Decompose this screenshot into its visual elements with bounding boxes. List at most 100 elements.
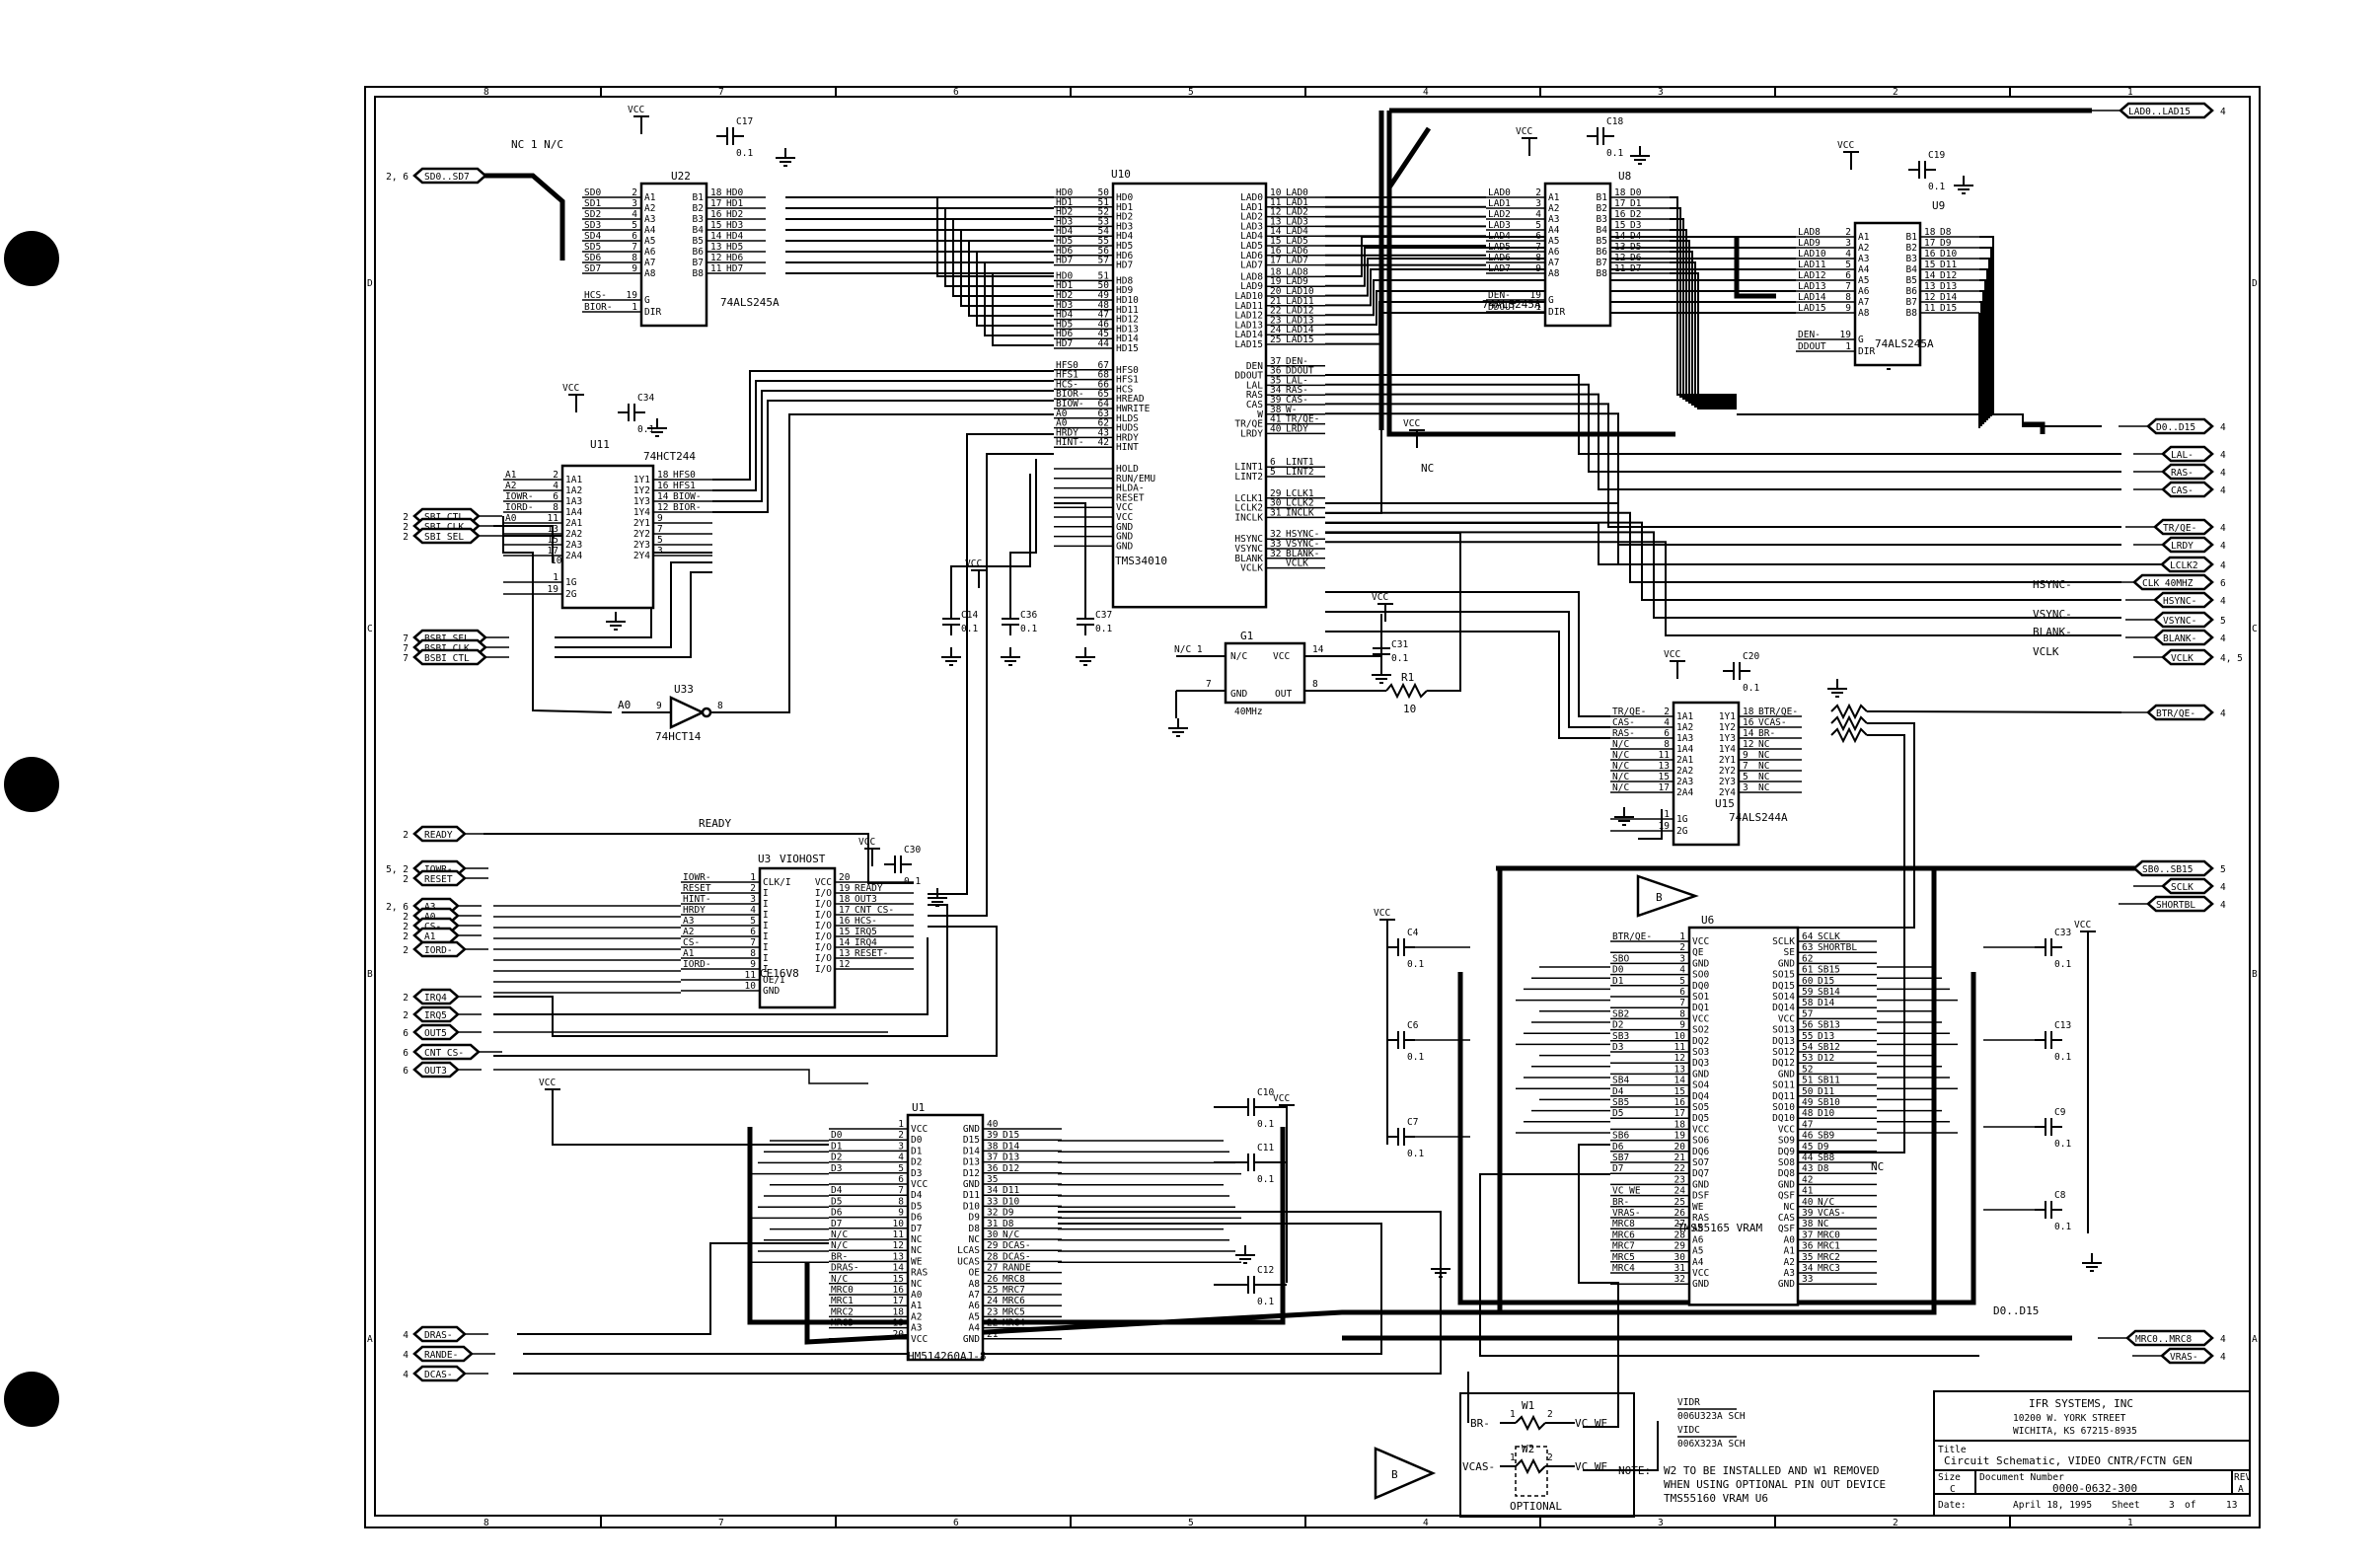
c30-value: 0.1: [904, 876, 921, 887]
u10-right-net-17: DDOUT: [1286, 366, 1314, 377]
u10-right-pinname-17: DDOUT: [1234, 371, 1263, 382]
u15-left-pinnum-2: 6: [1664, 728, 1670, 739]
ground-symbol-12: [928, 888, 947, 907]
u10-left-net-22: A0: [1056, 418, 1068, 429]
u9-left-pinname-0: A1: [1858, 232, 1870, 243]
u22-left-net-7: SD7: [584, 263, 601, 274]
u6-left-net-30: MRC4: [1612, 1263, 1635, 1274]
u3-ref: U3: [758, 853, 771, 865]
u11-ref: U11: [590, 438, 610, 451]
port-left-page-7: 2: [403, 830, 409, 841]
c30-capacitor: C30 0.1: [884, 845, 921, 887]
u9-right-pinnum-1: 17: [1924, 238, 1935, 249]
u10-right-pinname-4: LAD4: [1240, 231, 1263, 242]
g1-pin-vcc: VCC: [1273, 651, 1290, 662]
u22-left-pinname-4: A5: [644, 236, 655, 247]
u6-right-pinnum-15: 49: [1802, 1097, 1814, 1108]
u6-left-net-16: D5: [1612, 1108, 1623, 1119]
u9-left-pinname-5: A6: [1858, 286, 1870, 297]
u6-left-pinnum-8: 9: [1679, 1020, 1685, 1031]
u8-right-pinnum-4: 14: [1614, 231, 1626, 242]
u3-right-pinnum-6: 14: [839, 937, 851, 948]
u10-right-pinname-31: BLANK: [1234, 554, 1263, 564]
u6-left-pinname-12: GND: [1692, 1069, 1709, 1079]
u15-right-net-6: NC: [1758, 772, 1769, 782]
port-right-2: LAL-4: [2133, 445, 2226, 463]
u1-left-net-13: DRAS-: [831, 1263, 859, 1274]
u10-right-pinnum-7: 17: [1270, 256, 1281, 266]
ground-symbol-14: [2082, 1253, 2102, 1272]
u9-left-net-3: LAD11: [1798, 260, 1826, 270]
u1-ref: U1: [912, 1101, 925, 1114]
u10-nc-label: NC: [1421, 462, 1434, 475]
port-left-name-17: OUT5: [424, 1028, 447, 1039]
u3-right-pinnum-7: 13: [839, 948, 850, 959]
u10-left-pinname-23: HRDY: [1116, 432, 1139, 443]
port-left-page-14: 2: [403, 945, 409, 956]
u11-left-pinnum-2: 6: [553, 491, 558, 502]
u8-right-pinname-0: B1: [1597, 192, 1608, 203]
u3-right-pinnum-3: 17: [839, 905, 850, 916]
u10-right-pinname-3: LAD3: [1240, 221, 1263, 232]
c7-value: 0.1: [1407, 1149, 1424, 1159]
u10-left-pinname-22: HUDS: [1116, 423, 1139, 434]
u6-left-pinnum-27: 28: [1674, 1229, 1686, 1240]
company-address-1: 10200 W. YORK STREET: [2013, 1413, 2126, 1424]
u10-left-pinname-17: HFS1: [1116, 375, 1139, 386]
u6-right-pinnum-7: 57: [1802, 1008, 1813, 1019]
vsync-right-label: VSYNC-: [2033, 608, 2072, 621]
u1-left-pinnum-11: 12: [893, 1240, 904, 1251]
c30-ref: C30: [904, 845, 921, 856]
u1-left-pinnum-2: 3: [898, 1141, 904, 1152]
u3-right-net-1: READY: [855, 883, 883, 894]
u9-left-pinnum-2: 4: [1845, 249, 1851, 260]
u1-left-net-8: D6: [831, 1208, 843, 1219]
u10-right-pinnum-9: 19: [1270, 276, 1282, 287]
u10-left-net-17: HFS1: [1056, 370, 1078, 381]
u1-right-pinnum-17: 23: [987, 1306, 998, 1317]
c17-value: 0.1: [736, 148, 753, 159]
u1-right-pinname-0: GND: [963, 1124, 980, 1135]
u6-right-pinnum-28: 36: [1802, 1241, 1814, 1252]
u6-left-pinname-14: DQ4: [1692, 1091, 1709, 1102]
u8-right-pinnum-3: 15: [1614, 220, 1625, 231]
port-right-name-17: MRC0..MRC8: [2135, 1334, 2192, 1345]
u6-left-pinnum-31: 32: [1674, 1274, 1685, 1285]
u6-right-pinname-21: DQ8: [1778, 1168, 1795, 1179]
port-right-page-4: 4: [2220, 485, 2226, 496]
port-right-4: CAS-4: [2133, 481, 2226, 498]
u1-right-net-1: D15: [1003, 1130, 1019, 1141]
w2-option: OPTIONAL: [1510, 1500, 1562, 1513]
u15-right-net-5: NC: [1758, 761, 1769, 772]
port-left-13: A12: [403, 927, 482, 944]
u11-left-pinnum-5: 13: [548, 524, 558, 535]
u6-right-pinnum-14: 50: [1802, 1086, 1814, 1097]
u1-right-net-3: D13: [1003, 1153, 1019, 1163]
u6-right-pinname-16: DQ10: [1772, 1113, 1795, 1124]
u6-right-pinname-10: SO12: [1772, 1047, 1795, 1058]
u6-left-pinname-22: GND: [1692, 1179, 1709, 1190]
sheet-count: 13: [2226, 1500, 2237, 1511]
u6-left-pinnum-11: 12: [1674, 1053, 1685, 1064]
u22-ctrl-pinnum-0: 19: [627, 290, 638, 301]
u10-right-pinnum-17: 36: [1270, 366, 1282, 377]
u11-right-pinname-0: 1Y1: [633, 475, 650, 485]
u10-left-pinname-0: HD0: [1116, 192, 1133, 203]
u8-right-pinname-5: B6: [1597, 247, 1608, 258]
logo: B: [1374, 1447, 1437, 1500]
port-left-20: DRAS-4: [403, 1325, 488, 1343]
u10-right-pinname-24: LINT1: [1234, 462, 1263, 473]
u1-left-pinname-8: D6: [911, 1213, 923, 1224]
u11-ctrl-pinnum-0: 1: [553, 572, 558, 583]
vcc-label-g1: VCC: [1372, 592, 1388, 603]
u11-left-pinname-3: 1A4: [565, 507, 582, 518]
u10-right-pinname-5: LAD5: [1240, 241, 1263, 252]
u9-left-net-0: LAD8: [1798, 227, 1821, 238]
u15-left-pinnum-5: 13: [1659, 761, 1670, 772]
size-value: C: [1950, 1484, 1956, 1495]
u1-left-pinnum-10: 11: [893, 1229, 905, 1240]
port-left-name-15: IRQ4: [424, 993, 447, 1004]
